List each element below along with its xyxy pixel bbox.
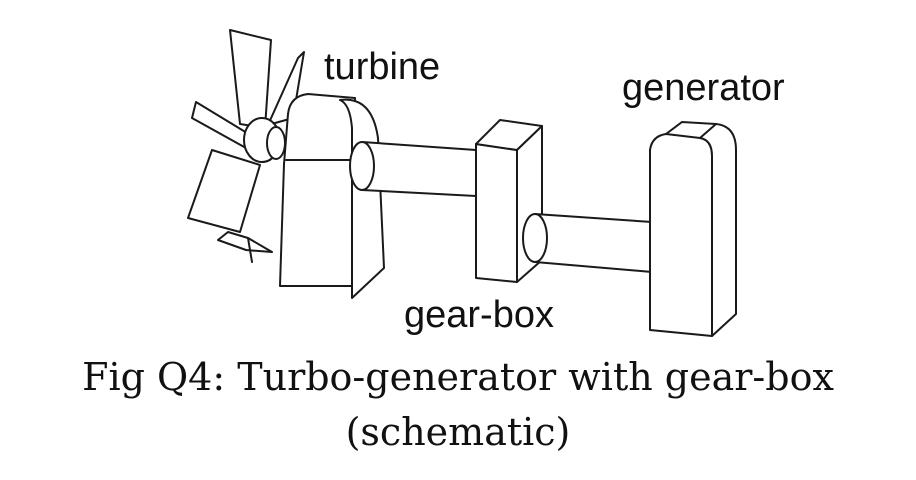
generator-side — [699, 123, 737, 337]
turbine-label: turbine — [324, 46, 440, 88]
gearbox-label: gear-box — [404, 294, 554, 336]
shaft-2-end — [522, 213, 548, 263]
generator-front — [649, 133, 713, 337]
turbine-blade-top — [229, 29, 272, 129]
generator-top-edge — [665, 120, 717, 135]
turbine-blades — [187, 29, 305, 263]
shaft-gearbox-generator — [522, 213, 653, 273]
turbine-blade-edge — [247, 237, 253, 263]
shaft-turbine-gearbox — [349, 141, 477, 197]
turbine-housing — [279, 93, 385, 299]
gearbox — [475, 119, 543, 283]
shaft-1-end — [349, 141, 375, 191]
shaft-1-body — [361, 141, 477, 197]
generator-label: generator — [622, 67, 785, 109]
turbine-blade-lower-left — [187, 149, 261, 233]
gearbox-front — [475, 143, 518, 283]
turbine-blade-upper-right — [267, 51, 305, 126]
turbine-housing-side — [279, 93, 356, 287]
turbine-hub-cap — [266, 126, 286, 160]
figure-caption-line-1: Fig Q4: Turbo-generator with gear-box — [82, 355, 834, 399]
figure-caption-line-2: (schematic) — [345, 410, 571, 454]
turbine-blade-bottom — [217, 231, 273, 253]
generator — [649, 120, 737, 337]
shaft-2-body — [534, 213, 653, 273]
